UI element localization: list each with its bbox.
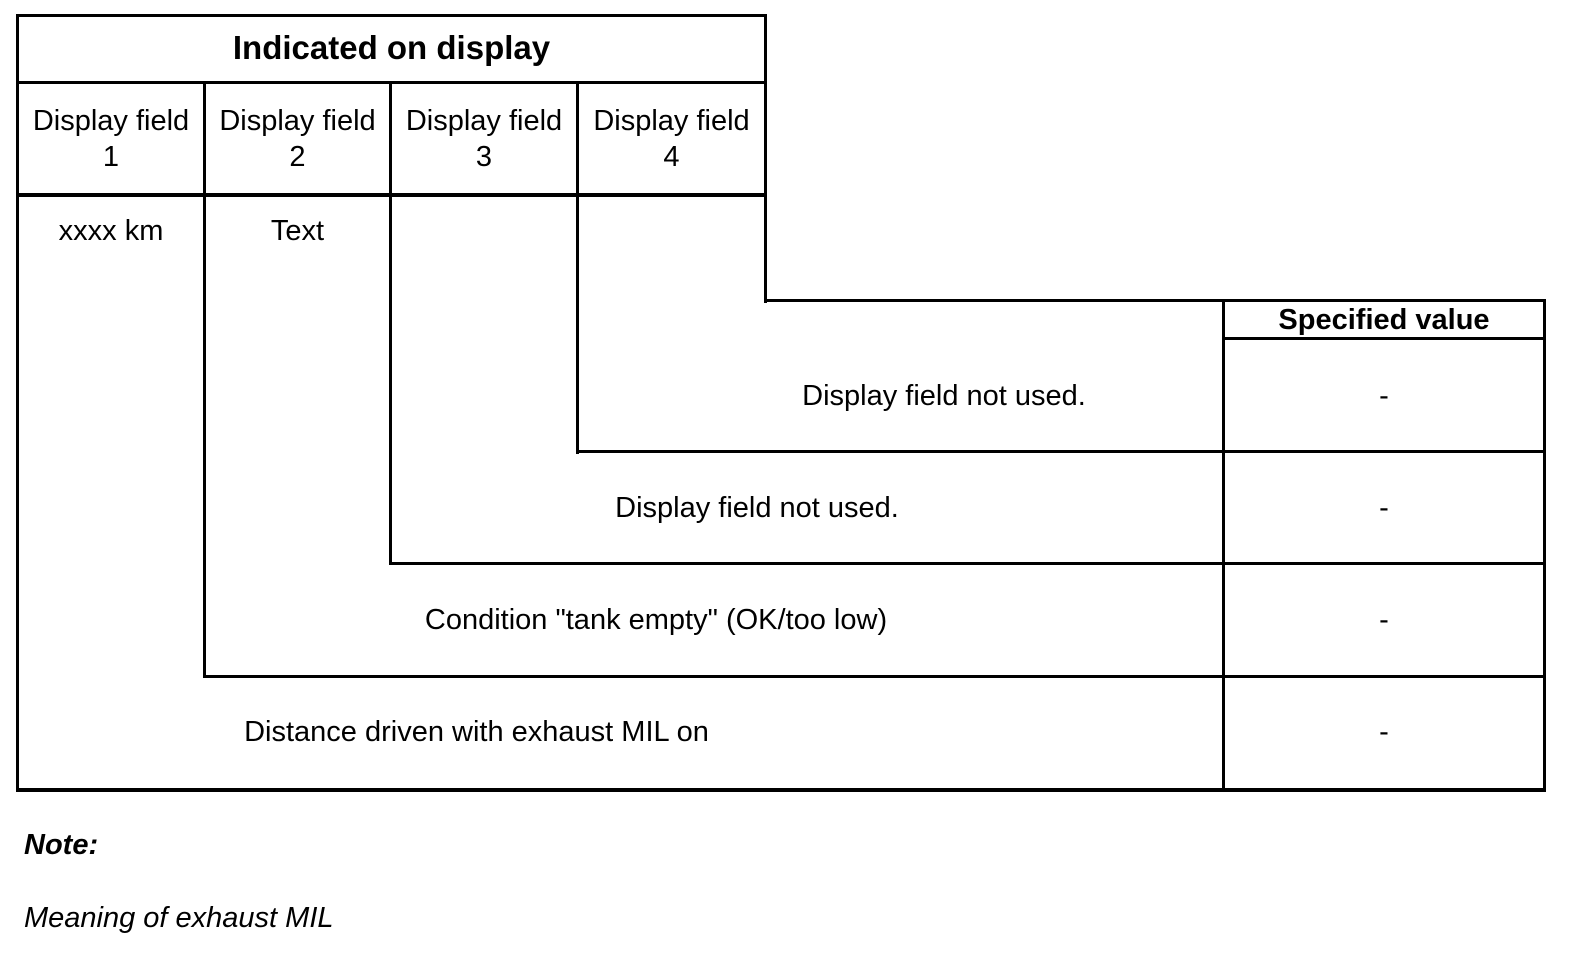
- note-title: Note:: [24, 829, 99, 861]
- field-header-1: Display field 1: [19, 103, 203, 175]
- field-header-3: Display field 3: [392, 103, 576, 175]
- field-header-1-name: Display field: [32, 105, 190, 137]
- column-divider-1-2: [203, 83, 206, 678]
- row-2-description: Display field not used.: [615, 492, 899, 524]
- field-header-3-name: Display field: [405, 105, 563, 137]
- column-divider-2-3: [389, 83, 392, 565]
- display-table: Indicated on display Display field 1 Dis…: [16, 14, 1546, 792]
- specified-column-left: [1222, 299, 1225, 792]
- row-4-description: Distance driven with exhaust MIL on: [244, 716, 709, 748]
- right-block-top: [764, 299, 1546, 302]
- specified-value-header: Specified value: [1278, 304, 1490, 336]
- right-block-right: [1543, 299, 1546, 792]
- field-header-4: Display field 4: [579, 103, 764, 175]
- border-bottom: [16, 788, 1546, 792]
- note-text: Meaning of exhaust MIL: [24, 902, 334, 934]
- row-divider-1: [576, 450, 1546, 453]
- specified-header-divider: [1222, 337, 1546, 340]
- row-3-description: Condition "tank empty" (OK/too low): [424, 604, 888, 636]
- row-3-specified: -: [1379, 604, 1389, 636]
- field-header-4-name: Display field: [593, 105, 750, 137]
- field-header-4-number: 4: [663, 141, 680, 173]
- row-1-description: Display field not used.: [802, 380, 1086, 412]
- field-2-value: Text: [270, 215, 325, 247]
- row-2-specified: -: [1379, 492, 1389, 524]
- column-divider-3-4: [576, 83, 579, 454]
- border-left: [16, 14, 19, 792]
- row-1-specified: -: [1379, 380, 1389, 412]
- field-header-3-number: 3: [475, 141, 493, 173]
- field-1-value: xxxx km: [58, 215, 164, 247]
- row-divider-3: [203, 675, 1546, 678]
- row-4-specified: -: [1379, 716, 1389, 748]
- field-header-2-name: Display field: [219, 105, 376, 137]
- row-divider-2: [389, 562, 1546, 565]
- header-title: Indicated on display: [232, 29, 551, 66]
- field-header-2-number: 2: [289, 141, 306, 173]
- border-top-left-block: [16, 14, 767, 17]
- header-title-divider: [16, 81, 767, 84]
- field-header-1-number: 1: [102, 141, 120, 173]
- field-header-2: Display field 2: [206, 103, 389, 175]
- border-header-right: [764, 14, 767, 303]
